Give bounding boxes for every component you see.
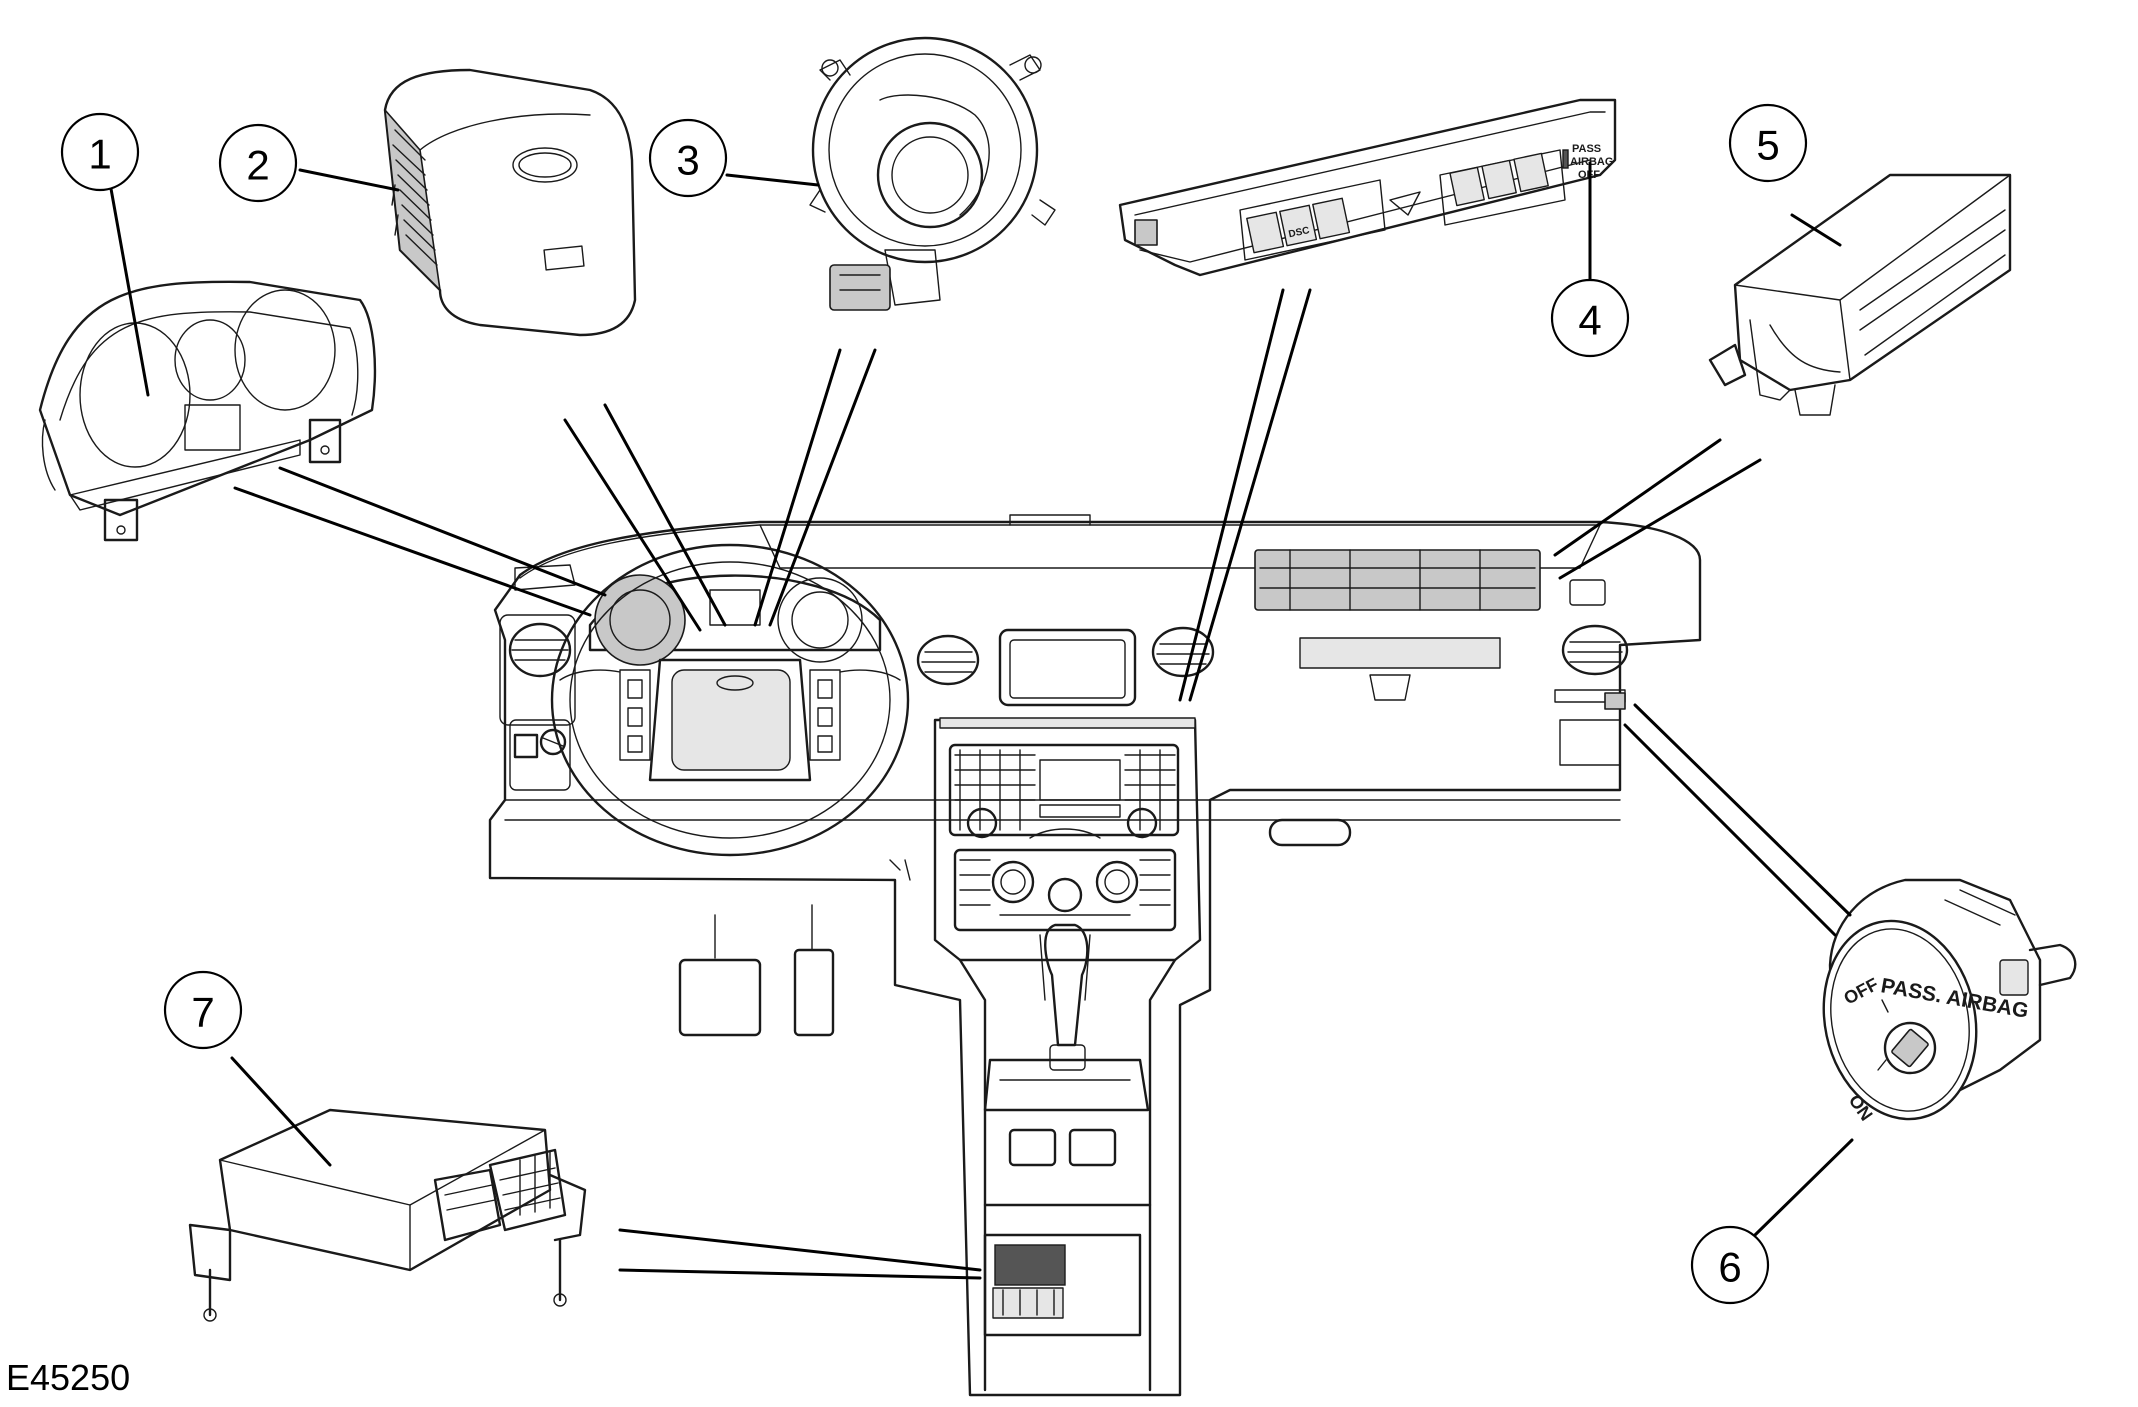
svg-text:6: 6 [1718, 1244, 1741, 1291]
steering-wheel [550, 543, 910, 857]
strip-pass-label: PASS [1572, 143, 1601, 155]
figure-id: E45250 [6, 1357, 131, 1398]
callout-6: 6 [1690, 1225, 1770, 1305]
dash-instrument-cluster [588, 574, 882, 666]
leader-lines [106, 161, 1854, 1280]
callout-2: 2 [218, 123, 298, 203]
svg-text:1: 1 [88, 131, 111, 178]
svg-text:5: 5 [1756, 122, 1779, 169]
clock-spring-component [809, 36, 1056, 311]
switch-pack-component: DSC PASS AIRBAG OFF [1118, 98, 1617, 277]
driver-airbag-component [383, 68, 637, 337]
passenger-airbag-switch-component: PASS. AIRBAG OFF ON [1822, 878, 2077, 1124]
strip-airbag-label: AIRBAG [1570, 156, 1613, 168]
callout-3: 3 [648, 118, 728, 198]
passenger-airbag-module-component [1708, 173, 2012, 416]
callout-1: 1 [60, 112, 140, 192]
restraints-control-module-component [188, 1108, 587, 1322]
callout-5: 5 [1728, 103, 1808, 183]
dashboard-illustration [488, 514, 1702, 1397]
svg-text:7: 7 [191, 989, 214, 1036]
svg-text:4: 4 [1578, 297, 1601, 344]
dsc-button-label: DSC [1288, 225, 1311, 240]
svg-text:2: 2 [246, 142, 269, 189]
svg-text:3: 3 [676, 137, 699, 184]
instrument-cluster-component [38, 280, 377, 542]
callout-4: 4 [1550, 278, 1630, 358]
callout-7: 7 [163, 970, 243, 1050]
